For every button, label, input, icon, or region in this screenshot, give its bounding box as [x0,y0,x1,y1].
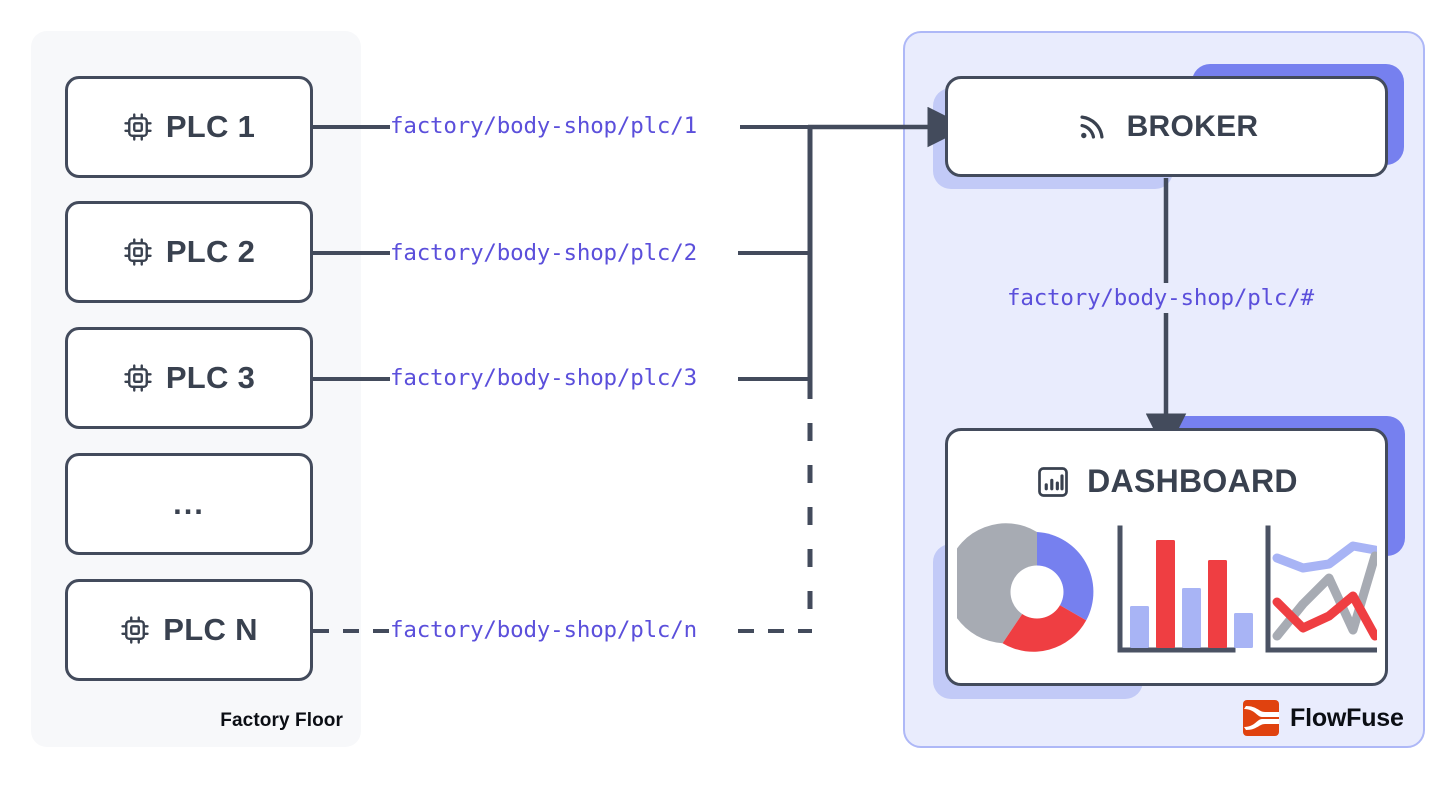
bar-chart [1117,525,1253,653]
donut-chart [956,523,1093,652]
flowfuse-logo-mark [1243,700,1279,736]
topic-label-plc-3: factory/body-shop/plc/3 [390,365,697,391]
plc-node-label: PLC 2 [165,234,256,269]
cpu-chip-icon [123,363,153,393]
plc-node-n[interactable]: PLC N [65,579,313,681]
factory-floor-caption: Factory Floor [220,710,343,731]
flowfuse-brand: FlowFuse [1243,700,1404,736]
topic-label-plc-n: factory/body-shop/plc/n [390,617,697,643]
flowfuse-mark-svg [1243,700,1279,736]
topic-label-plc-1: factory/body-shop/plc/1 [390,113,697,139]
ellipsis-label: ... [173,485,205,521]
dashboard-node[interactable]: DASHBOARD [945,428,1388,686]
plc-node-1[interactable]: PLC 1 [65,76,313,178]
cpu-chip-icon [120,615,150,645]
broker-label: BROKER [1126,109,1259,143]
cpu-chip-icon [123,112,153,142]
plc-node-ellipsis: ... [65,453,313,555]
flowfuse-wordmark: FlowFuse [1290,703,1404,732]
bar-chart-square-icon [1035,464,1071,500]
plc-node-2[interactable]: PLC 2 [65,201,313,303]
topic-label-plc-2: factory/body-shop/plc/2 [390,240,697,266]
cpu-chip-icon [123,237,153,267]
dashboard-charts [956,523,1377,653]
dashboard-header: DASHBOARD [1035,463,1298,500]
topic-label-wildcard: factory/body-shop/plc/# [1001,283,1320,313]
plc-node-label: PLC 3 [165,360,256,395]
plc-node-3[interactable]: PLC 3 [65,327,313,429]
plc-node-label: PLC 1 [165,109,256,144]
broker-node[interactable]: BROKER [945,76,1388,177]
broadcast-signal-icon [1075,110,1109,144]
dashboard-label: DASHBOARD [1087,463,1298,499]
line-chart [1265,525,1377,653]
plc-node-label: PLC N [163,612,258,647]
